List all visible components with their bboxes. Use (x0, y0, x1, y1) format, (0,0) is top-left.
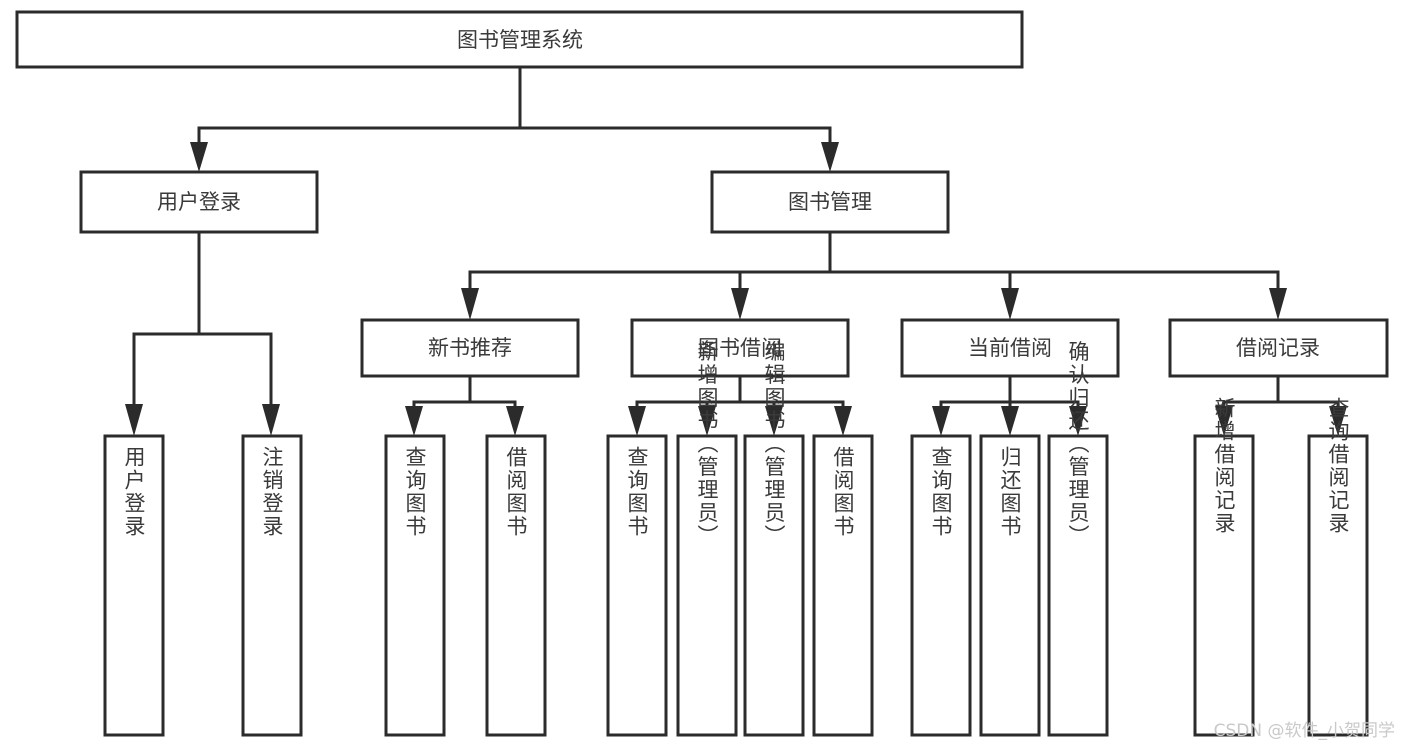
node-leaf-edit-book-admin-box[interactable] (743, 434, 805, 737)
arrow-head-leaf-logout-login (262, 404, 280, 436)
node-root-box[interactable] (15, 10, 1024, 69)
node-book-manage[interactable]: 图书管理 (710, 170, 950, 234)
arrow-head-leaf-query-borrow-record (1329, 406, 1347, 436)
node-leaf-borrow-book-1-box[interactable] (485, 434, 547, 737)
node-book-borrow[interactable]: 图书借阅 (630, 318, 850, 378)
node-leaf-return-book[interactable]: 归还图书 (979, 434, 1041, 737)
node-new-book-recommend[interactable]: 新书推荐 (360, 318, 580, 378)
arrow-head-leaf-edit-book-admin (765, 406, 783, 436)
node-leaf-confirm-return-admin[interactable]: 确认归还（管理员） (1047, 341, 1109, 737)
node-leaf-edit-book-admin[interactable]: 编辑图书（管理员） (743, 341, 805, 737)
node-leaf-user-login-box[interactable] (103, 434, 165, 737)
node-current-borrow-label: 当前借阅 (968, 336, 1052, 360)
node-leaf-query-book-3[interactable]: 查询图书 (910, 434, 972, 737)
node-borrow-record-box[interactable] (1168, 318, 1389, 378)
node-leaf-query-book-2-label: 查询图书 (625, 446, 649, 538)
arrow-head-user-login (190, 142, 208, 172)
connector-group-user-login (125, 230, 280, 436)
node-leaf-logout-login[interactable]: 注销登录 (241, 434, 303, 737)
node-leaf-borrow-book-1-label: 借阅图书 (504, 446, 528, 538)
arrow-head-leaf-user-login (125, 404, 143, 436)
node-leaf-user-login-label: 用户登录 (122, 446, 146, 538)
arrow-head-leaf-confirm-return-admin (1069, 406, 1087, 436)
node-leaf-query-borrow-record-box[interactable] (1307, 434, 1369, 737)
arrow-head-leaf-borrow-book-1 (506, 406, 524, 436)
node-leaf-borrow-book-2-label: 借阅图书 (831, 446, 855, 538)
node-leaf-query-book-3-box[interactable] (910, 434, 972, 737)
node-new-book-recommend-box[interactable] (360, 318, 580, 378)
node-leaf-query-borrow-record[interactable]: 查询借阅记录 (1307, 397, 1369, 737)
node-leaf-query-book-2-box[interactable] (606, 434, 668, 737)
node-book-borrow-box[interactable] (630, 318, 850, 378)
node-leaf-query-book-1-box[interactable] (384, 434, 446, 737)
node-user-login-label: 用户登录 (157, 190, 241, 214)
node-leaf-user-login[interactable]: 用户登录 (103, 434, 165, 737)
node-book-manage-label: 图书管理 (788, 190, 872, 214)
node-user-login[interactable]: 用户登录 (79, 170, 319, 234)
node-leaf-query-book-1[interactable]: 查询图书 (384, 434, 446, 737)
node-root[interactable]: 图书管理系统 (15, 10, 1024, 69)
node-leaf-borrow-book-1[interactable]: 借阅图书 (485, 434, 547, 737)
connector-group-borrow-record (1215, 374, 1347, 436)
node-leaf-query-book-2[interactable]: 查询图书 (606, 434, 668, 737)
connector-group-book-borrow (628, 374, 852, 436)
node-leaf-return-book-label: 归还图书 (998, 446, 1022, 538)
node-root-label: 图书管理系统 (457, 28, 583, 52)
node-leaf-borrow-book-2-box[interactable] (812, 434, 874, 737)
node-leaf-confirm-return-admin-box[interactable] (1047, 434, 1109, 737)
node-leaf-add-borrow-record-label: 新增借阅记录 (1212, 397, 1236, 535)
arrow-head-leaf-return-book (1001, 406, 1019, 436)
arrow-head-current-borrow (1001, 288, 1019, 320)
node-leaf-query-book-3-label: 查询图书 (929, 446, 953, 538)
node-borrow-record-label: 借阅记录 (1236, 336, 1320, 360)
node-book-borrow-label: 图书借阅 (698, 336, 782, 360)
arrow-head-leaf-query-book-1 (405, 406, 423, 436)
node-leaf-logout-login-box[interactable] (241, 434, 303, 737)
arrow-head-leaf-borrow-book-2 (834, 406, 852, 436)
connector-group-book-manage (461, 230, 1287, 320)
node-book-manage-box[interactable] (710, 170, 950, 234)
node-user-login-box[interactable] (79, 170, 319, 234)
connector-group-root (190, 65, 839, 172)
connector-group-new-book-recommend (405, 374, 524, 436)
node-leaf-query-borrow-record-label: 查询借阅记录 (1326, 397, 1350, 535)
arrow-head-leaf-add-book-admin (698, 406, 716, 436)
node-leaf-add-book-admin-label: 新增图书（管理员） (695, 341, 719, 548)
connector-group-current-borrow (932, 374, 1087, 436)
node-borrow-record[interactable]: 借阅记录 (1168, 318, 1389, 378)
node-new-book-recommend-label: 新书推荐 (428, 336, 512, 360)
node-leaf-return-book-box[interactable] (979, 434, 1041, 737)
arrow-head-borrow-record (1269, 288, 1287, 320)
arrow-head-leaf-query-book-2 (628, 406, 646, 436)
arrow-head-book-borrow (731, 288, 749, 320)
node-leaf-logout-login-label: 注销登录 (260, 446, 284, 538)
arrow-head-leaf-query-book-3 (932, 406, 950, 436)
node-leaf-add-book-admin[interactable]: 新增图书（管理员） (676, 341, 738, 737)
arrow-head-leaf-add-borrow-record (1215, 406, 1233, 436)
node-leaf-add-borrow-record-box[interactable] (1193, 434, 1255, 737)
node-current-borrow[interactable]: 当前借阅 (900, 318, 1120, 378)
node-leaf-borrow-book-2[interactable]: 借阅图书 (812, 434, 874, 737)
node-leaf-confirm-return-admin-label: 确认归还（管理员） (1066, 341, 1090, 548)
node-leaf-query-book-1-label: 查询图书 (403, 446, 427, 538)
arrow-head-book-manage (821, 142, 839, 172)
node-leaf-edit-book-admin-label: 编辑图书（管理员） (762, 341, 786, 548)
node-leaf-add-book-admin-box[interactable] (676, 434, 738, 737)
arrow-head-new-book-recommend (461, 288, 479, 320)
node-current-borrow-box[interactable] (900, 318, 1120, 378)
node-leaf-add-borrow-record[interactable]: 新增借阅记录 (1193, 397, 1255, 737)
